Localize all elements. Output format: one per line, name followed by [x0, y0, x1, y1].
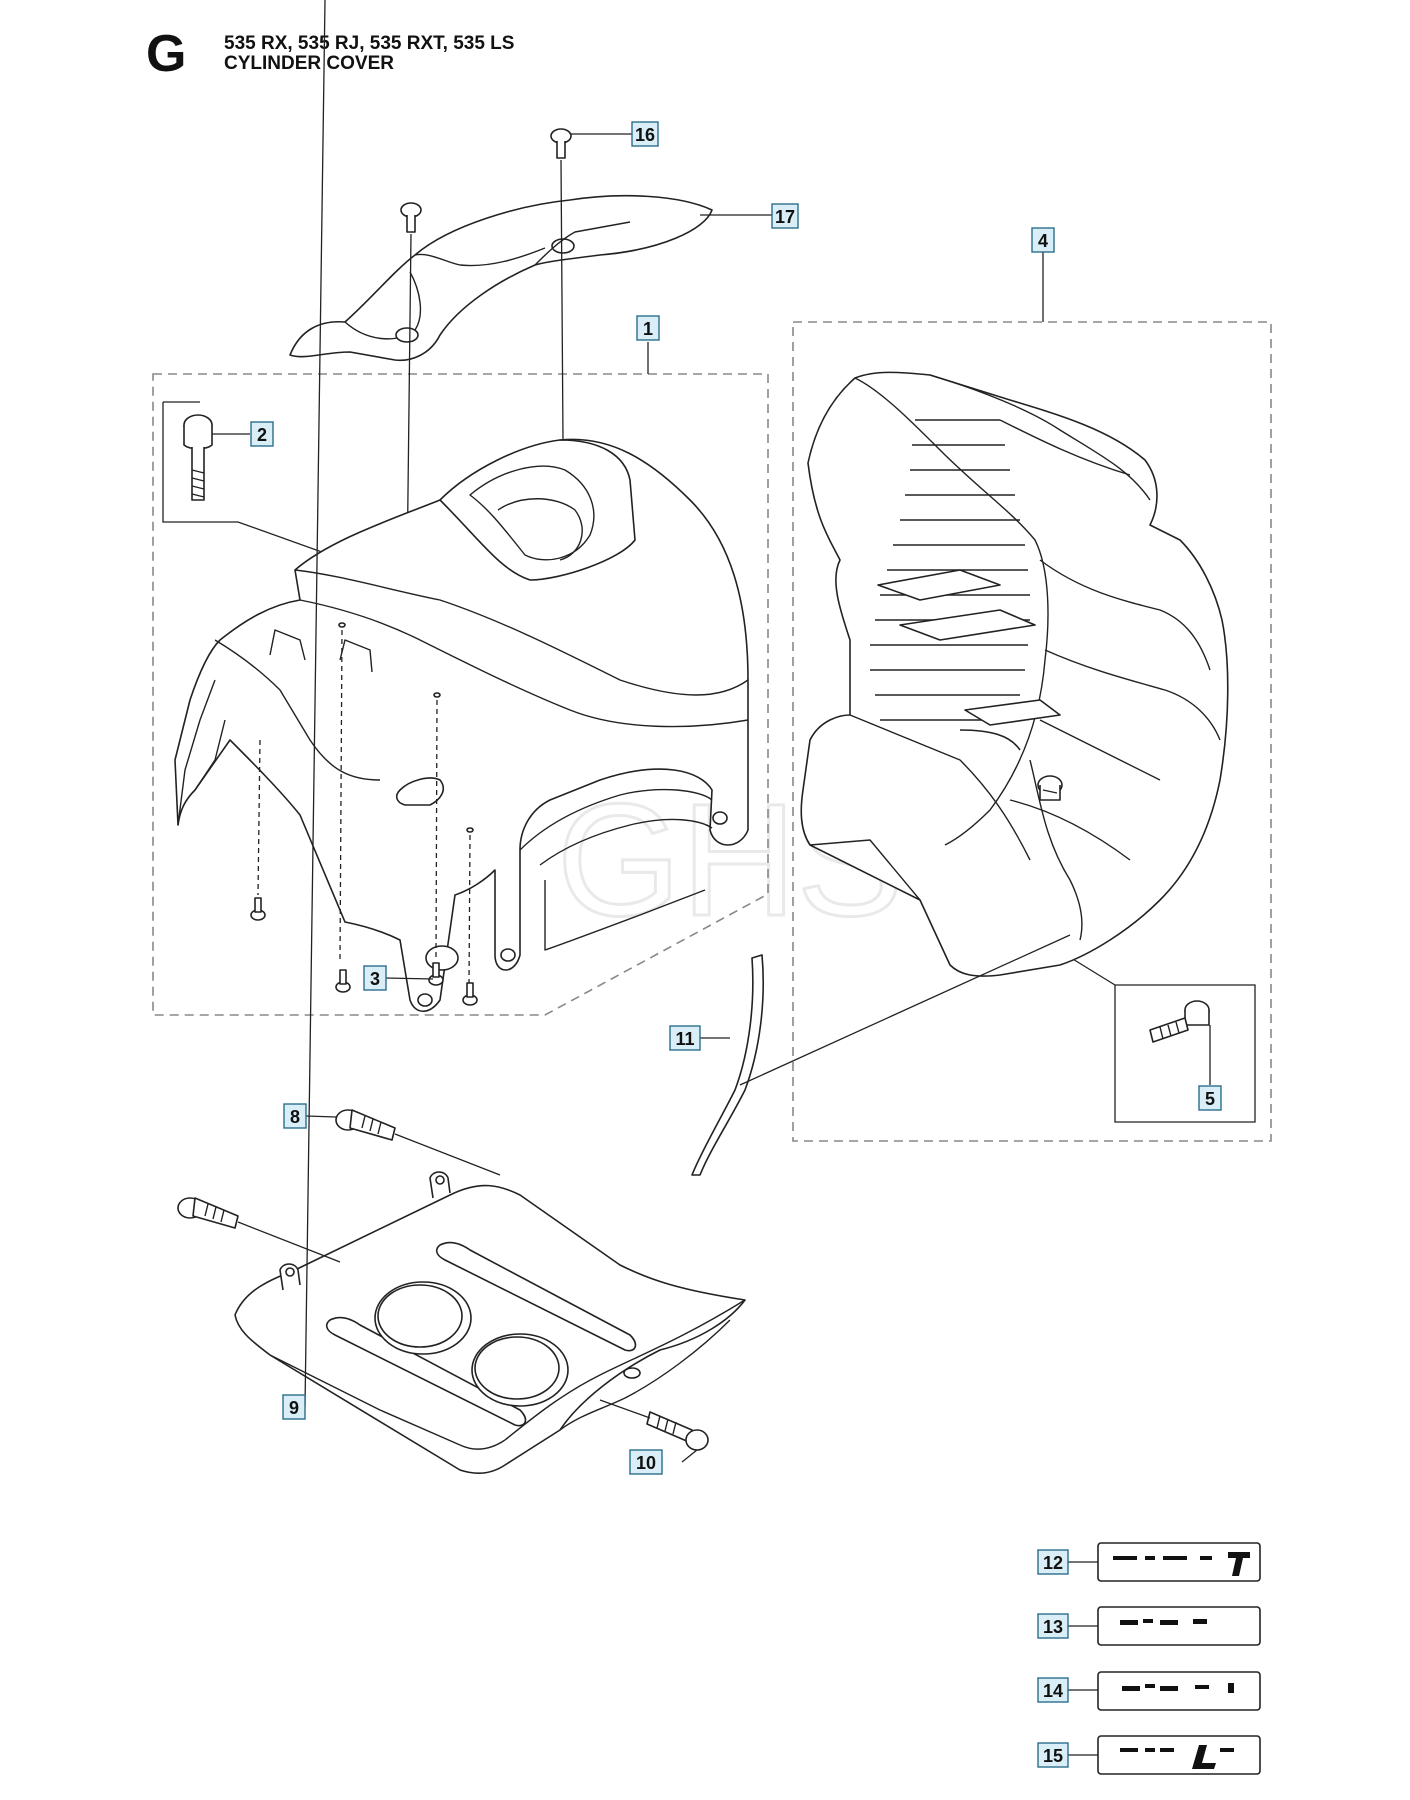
- svg-text:1: 1: [643, 319, 653, 339]
- model-list: 535 RX, 535 RJ, 535 RXT, 535 LS: [224, 33, 515, 54]
- bolt-left-plate: [177, 1197, 239, 1229]
- callout-5[interactable]: 5: [1198, 1085, 1222, 1111]
- svg-text:13: 13: [1043, 1617, 1063, 1637]
- svg-text:8: 8: [290, 1107, 300, 1127]
- svg-text:3: 3: [370, 969, 380, 989]
- screw-3-group: [250, 897, 478, 1006]
- svg-text:5: 5: [1205, 1089, 1215, 1109]
- diagram-title: CYLINDER COVER: [224, 53, 394, 74]
- svg-text:11: 11: [675, 1029, 694, 1049]
- callout-16[interactable]: 16: [631, 121, 659, 147]
- callout-1[interactable]: 1: [636, 315, 660, 341]
- section-letter: G: [146, 25, 187, 83]
- seal-strip-part-11: [691, 954, 764, 1176]
- svg-text:16: 16: [635, 125, 655, 145]
- callout-3[interactable]: 3: [363, 965, 387, 991]
- top-cover-part-17: [289, 194, 713, 362]
- svg-text:15: 15: [1043, 1746, 1063, 1766]
- callout-15[interactable]: 15: [1037, 1742, 1069, 1768]
- callout-11[interactable]: 11: [669, 1025, 701, 1051]
- callout-8[interactable]: 8: [283, 1103, 307, 1129]
- bolt-part-10: [646, 1411, 709, 1451]
- bracket-2: [162, 402, 401, 581]
- decal-part-13: [1097, 1606, 1261, 1646]
- decal-part-14: [1097, 1671, 1261, 1711]
- callout-10[interactable]: 10: [629, 1449, 663, 1475]
- svg-text:10: 10: [636, 1453, 656, 1473]
- callout-14[interactable]: 14: [1037, 1677, 1069, 1703]
- svg-text:4: 4: [1038, 231, 1048, 251]
- svg-text:12: 12: [1043, 1553, 1063, 1573]
- callout-13[interactable]: 13: [1037, 1613, 1069, 1639]
- bolt-part-8: [335, 1109, 396, 1141]
- assembly-box-4: [792, 321, 1272, 1142]
- bolt-part-2: [183, 414, 213, 501]
- bottom-plate-part-9: [234, 1171, 746, 1475]
- assembly-box-1: [152, 373, 769, 1016]
- screw-top-left: [400, 202, 422, 233]
- cylinder-cover-part-1: [174, 438, 749, 1013]
- decal-part-12: [1097, 1542, 1261, 1582]
- callout-12[interactable]: 12: [1037, 1549, 1069, 1575]
- screw-16: [550, 128, 572, 159]
- svg-text:17: 17: [775, 207, 795, 227]
- svg-text:14: 14: [1043, 1681, 1063, 1701]
- shroud-part-4: [800, 371, 1229, 977]
- callout-2[interactable]: 2: [250, 421, 274, 447]
- svg-text:2: 2: [257, 425, 267, 445]
- callout-9[interactable]: 9: [282, 1394, 306, 1420]
- bolt-part-5: [1149, 1000, 1210, 1043]
- svg-text:9: 9: [289, 1398, 299, 1418]
- decal-part-15: [1097, 1735, 1261, 1775]
- callout-4[interactable]: 4: [1031, 227, 1055, 253]
- callout-17[interactable]: 17: [771, 203, 799, 229]
